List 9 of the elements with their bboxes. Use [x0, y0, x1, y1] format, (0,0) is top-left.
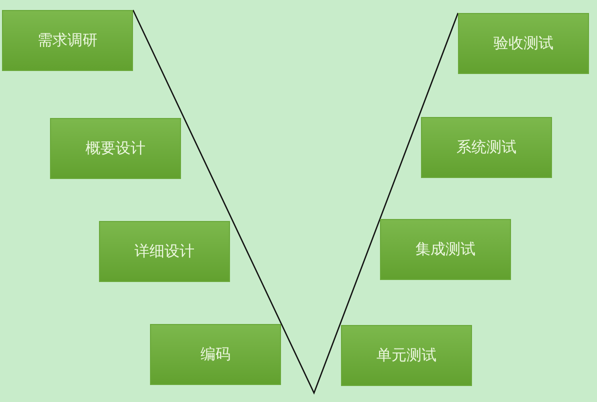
stage-box: 需求调研: [2, 10, 133, 71]
connector-line: [132, 10, 459, 395]
stage-box: 验收测试: [458, 13, 589, 74]
stage-box: 编码: [150, 324, 281, 385]
stage-box: 概要设计: [50, 118, 181, 179]
stage-box: 单元测试: [341, 325, 472, 386]
stage-box: 集成测试: [380, 219, 511, 280]
stage-box: 系统测试: [421, 117, 552, 178]
stage-box: 详细设计: [99, 221, 230, 282]
